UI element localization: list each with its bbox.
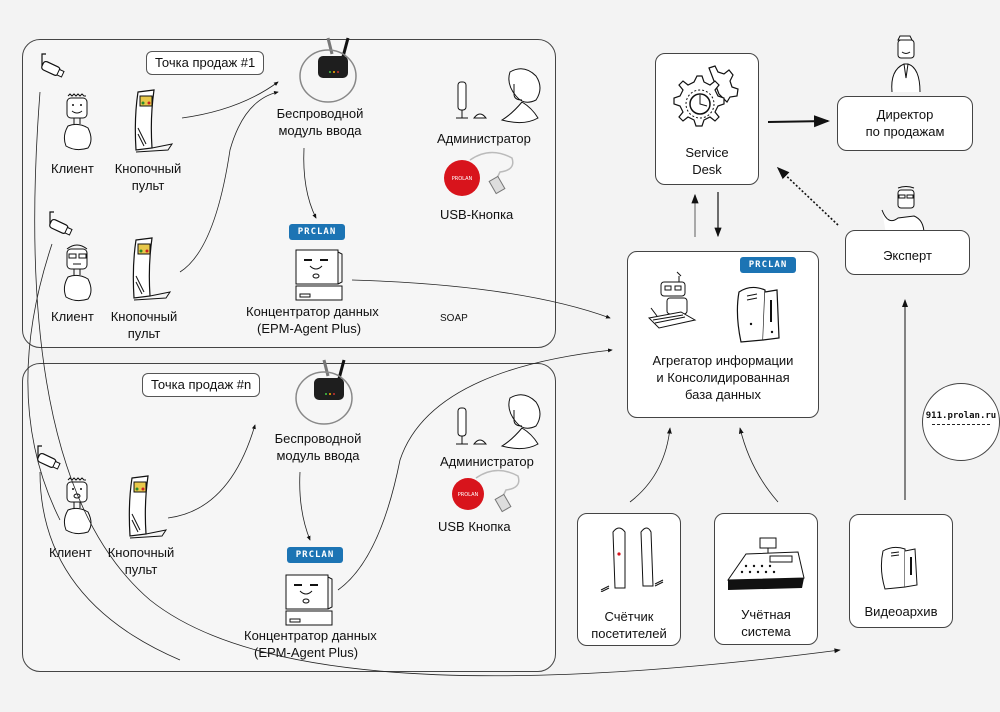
concentrator-computer-icon (285, 574, 333, 626)
camera-icon (49, 211, 73, 236)
cash-register-icon (727, 537, 805, 590)
service-desk-box[interactable]: Service Desk (655, 53, 759, 185)
service-desk-line1: Service (685, 145, 729, 160)
usb-button-icon: PROLAN (444, 151, 514, 196)
camera-icon (41, 53, 65, 78)
client-person-icon (63, 244, 92, 302)
soap-protocol-label: SOAP (440, 313, 468, 324)
panel-label: Кнопочный пульт (110, 309, 178, 341)
svg-text:PROLAN: PROLAN (452, 176, 473, 182)
database-server-icon (736, 286, 780, 343)
aggregator-line1: Агрегатор информации (652, 353, 794, 368)
client-person-icon (63, 93, 92, 151)
connector-counter-to-aggregator (629, 427, 672, 503)
client-label: Клиент (49, 545, 92, 560)
sales-point-n-title: Точка продаж #n (142, 373, 261, 397)
sales-point-1-title: Точка продаж #1 (146, 51, 265, 75)
camera-icon (37, 445, 61, 470)
concentrator-label-line1: Концентратор данных (244, 628, 377, 643)
concentrator-label-line1: Концентратор данных (246, 304, 379, 319)
director-box[interactable]: Директор по продажам (837, 96, 973, 151)
prolan-logo-badge: PRCLAN (287, 547, 343, 563)
gears-icon (673, 65, 739, 127)
administrator-label: Администратор (437, 131, 531, 146)
aggregator-line2: и Консолидированная (656, 370, 790, 385)
connector-accounting-to-aggregator (738, 427, 779, 503)
prolan-logo-badge: PRCLAN (289, 224, 345, 240)
panel-label: Кнопочный пульт (114, 161, 182, 193)
usb-button-label: USB-Кнопка (440, 207, 514, 222)
client-person-icon (63, 477, 92, 535)
aggregator-line3: база данных (684, 387, 762, 402)
visitor-counter-line1: Счётчик (604, 609, 654, 624)
administrator-icon (456, 394, 541, 450)
video-archive-box[interactable]: Видеоархив (849, 514, 953, 628)
prolan-logo-badge: PRCLAN (740, 257, 796, 273)
video-archive-server-icon (880, 546, 918, 590)
visitor-counter-box[interactable]: Счётчик посетителей (577, 513, 681, 646)
administrator-icon (456, 68, 541, 124)
panel-label: Кнопочный пульт (107, 545, 175, 577)
expert-box[interactable]: Эксперт (845, 230, 970, 275)
concentrator-label-line2: (EPM-Agent Plus) (257, 321, 362, 336)
wireless-module-label: Беспроводной модуль ввода (276, 106, 364, 138)
arrow-service-desk-to-director (767, 115, 830, 128)
client-label: Клиент (51, 309, 94, 324)
button-panel-kiosk-icon (132, 237, 172, 301)
robot-aggregator-icon (647, 271, 697, 329)
director-person-icon (891, 35, 921, 93)
button-panel-kiosk-icon (134, 89, 174, 153)
director-line2: по продажам (865, 124, 945, 139)
expert-person-icon (881, 186, 925, 234)
accounting-system-line1: Учётная (741, 607, 791, 622)
client-label: Клиент (51, 161, 94, 176)
accounting-system-box[interactable]: Учётная система (714, 513, 818, 645)
video-archive-label: Видеоархив (864, 604, 938, 619)
service-desk-line2: Desk (692, 162, 722, 177)
concentrator-computer-icon (295, 249, 343, 301)
website-badge[interactable]: 911.prolan.ru (922, 383, 1000, 461)
button-panel-kiosk-icon (128, 475, 168, 539)
website-url: 911.prolan.ru (925, 411, 997, 421)
usb-button-icon: PROLAN (452, 469, 520, 513)
accounting-system-line2: система (741, 624, 791, 639)
svg-text:PROLAN: PROLAN (458, 492, 479, 498)
wireless-module-label: Беспроводной модуль ввода (274, 431, 362, 463)
concentrator-label-line2: (EPM-Agent Plus) (254, 645, 359, 660)
wireless-module-icon (299, 37, 357, 103)
arrow-expert-to-service-desk (776, 166, 839, 226)
visitor-counter-gates-icon (600, 527, 664, 593)
usb-button-label: USB Кнопка (438, 519, 511, 534)
expert-label: Эксперт (883, 248, 932, 263)
visitor-counter-line2: посетителей (591, 626, 667, 641)
wireless-module-icon (295, 359, 353, 425)
director-line1: Директор (876, 107, 934, 122)
